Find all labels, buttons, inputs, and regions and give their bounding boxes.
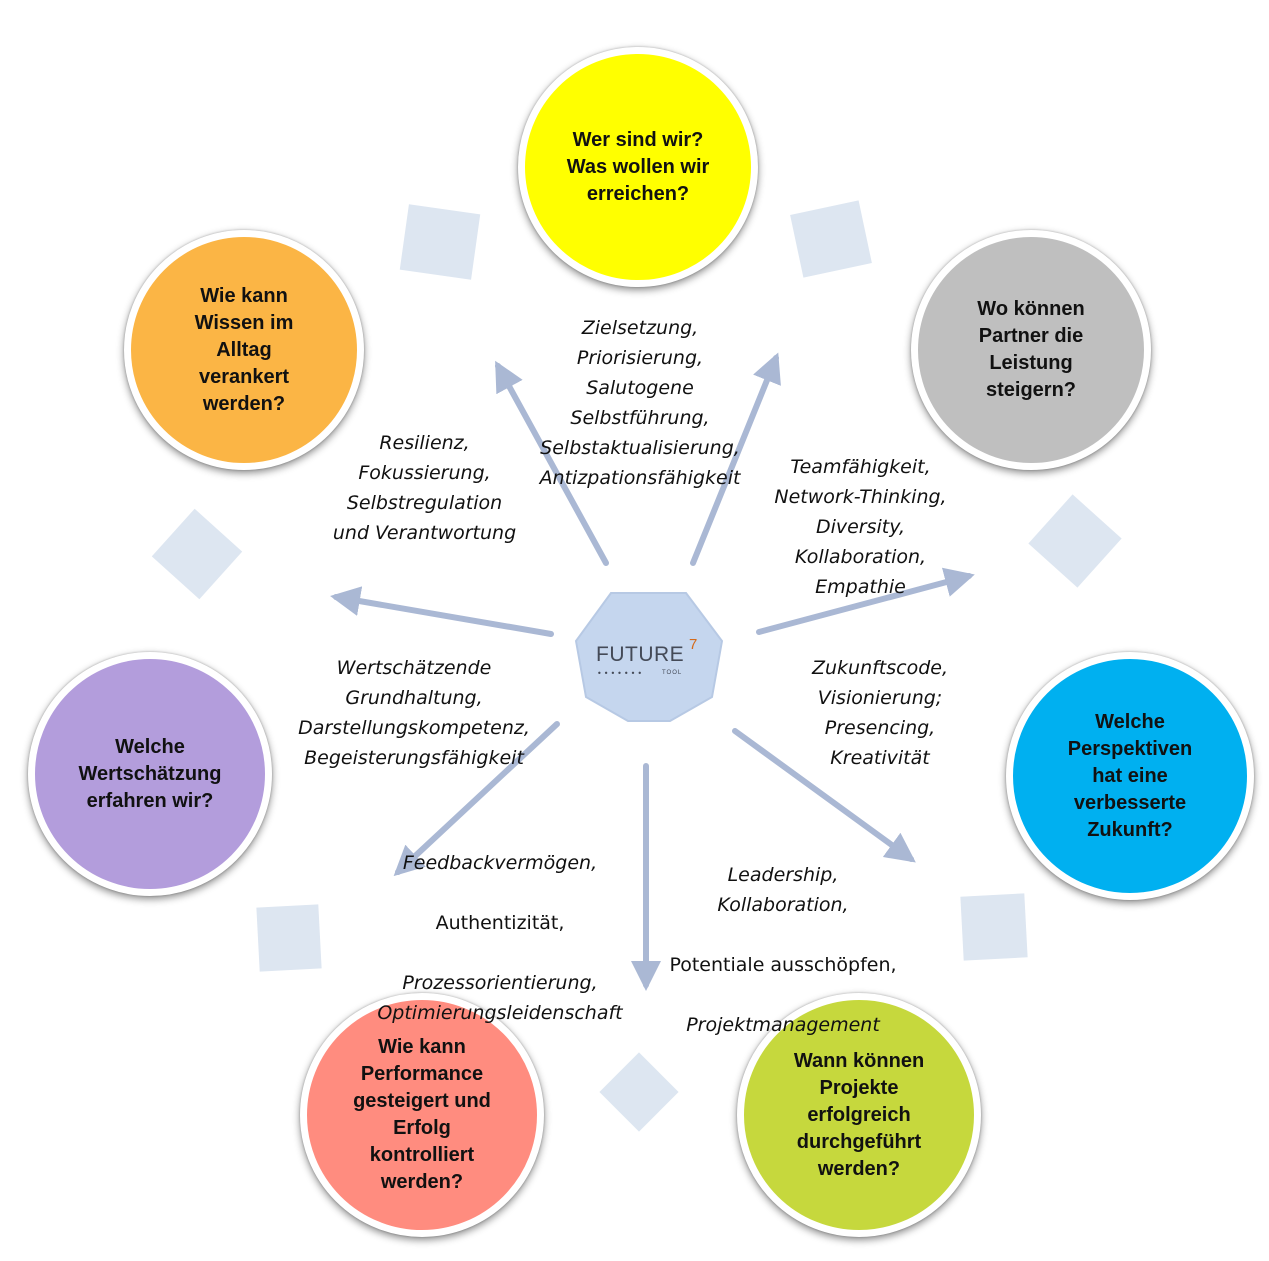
- question-circle-bottom-right: Wann können Projekte erfolgreich durchge…: [737, 993, 981, 1237]
- brand-superscript: 7: [689, 636, 698, 653]
- competency-bottom-left-line-3: Prozessorientierung, Optimierungsleidens…: [377, 972, 623, 1024]
- square-bottom-left: [256, 904, 322, 972]
- brand-dots: •••••••: [597, 669, 645, 678]
- question-text-left: Welche Wertschätzung erfahren wir?: [78, 735, 222, 812]
- hub-heptagon: [574, 592, 724, 722]
- competency-label-bottom-right: Leadership, Kollaboration, Potentiale au…: [652, 830, 914, 1070]
- competency-label-bottom-left: Feedbackvermögen, Authentizität, Prozess…: [360, 818, 640, 1058]
- arrow-top-right: [690, 352, 781, 566]
- square-bottom: [599, 1052, 679, 1132]
- question-circle-top-left: Wie kann Wissen im Alltag verankert werd…: [124, 230, 364, 470]
- square-top-left: [399, 204, 481, 280]
- question-text-right: Welche Perspektiven hat eine verbesserte…: [1067, 710, 1193, 841]
- competency-bottom-left-line-1: Feedbackvermögen,: [402, 852, 598, 874]
- arrow-top-left: [495, 360, 609, 566]
- question-text-top-left: Wie kann Wissen im Alltag verankert werd…: [194, 284, 294, 415]
- brand-sub: TOOL: [662, 670, 683, 676]
- competency-bottom-left-line-2: Authentizität,: [435, 912, 565, 934]
- square-left: [151, 508, 243, 600]
- square-right: [1028, 494, 1122, 588]
- question-circle-left: Welche Wertschätzung erfahren wir?: [28, 652, 272, 896]
- competency-label-top-right: Teamfähigkeit, Network-Thinking, Diversi…: [774, 456, 947, 598]
- question-text-top-right: Wo können Partner die Leistung steigern?: [977, 298, 1085, 401]
- question-text-bottom-left: Wie kann Performance gesteigert und Erfo…: [353, 1036, 491, 1193]
- arrow-bottom-right: [732, 728, 916, 863]
- question-circle-bottom-left: Wie kann Performance gesteigert und Erfo…: [300, 993, 544, 1237]
- competency-label-left: Wertschätzende Grundhaltung, Darstellung…: [298, 657, 530, 769]
- question-circle-top-right: Wo können Partner die Leistung steigern?: [911, 230, 1151, 470]
- competency-bottom-right-line-2: Potentiale ausschöpfen,: [669, 954, 897, 976]
- question-circle-right: Welche Perspektiven hat eine verbesserte…: [1006, 652, 1254, 900]
- hub-logo: FUTURE 7 ••••••• TOOL: [596, 636, 706, 683]
- square-top-right: [790, 200, 872, 278]
- arrow-left: [330, 586, 554, 637]
- competency-label-right: Zukunftscode, Visionierung; Presencing, …: [811, 657, 949, 769]
- arrow-right: [756, 567, 975, 635]
- competency-bottom-right-line-1: Leadership, Kollaboration,: [717, 864, 849, 916]
- competency-label-top-left: Resilienz, Fokussierung, Selbstregulatio…: [332, 432, 517, 544]
- arrows: [330, 352, 975, 991]
- question-text-bottom-right: Wann können Projekte erfolgreich durchge…: [793, 1049, 925, 1180]
- arrow-bottom-left: [393, 721, 560, 877]
- decorative-squares: [151, 200, 1122, 1132]
- question-circle-top: Wer sind wir? Was wollen wir erreichen?: [518, 47, 758, 287]
- question-text-top: Wer sind wir? Was wollen wir erreichen?: [566, 128, 710, 205]
- square-bottom-right: [960, 893, 1028, 961]
- brand-name: FUTURE: [596, 643, 685, 666]
- competency-bottom-right-line-3: Projektmanagement: [686, 1014, 880, 1036]
- competency-label-top: Zielsetzung, Priorisierung, Salutogene S…: [539, 317, 741, 489]
